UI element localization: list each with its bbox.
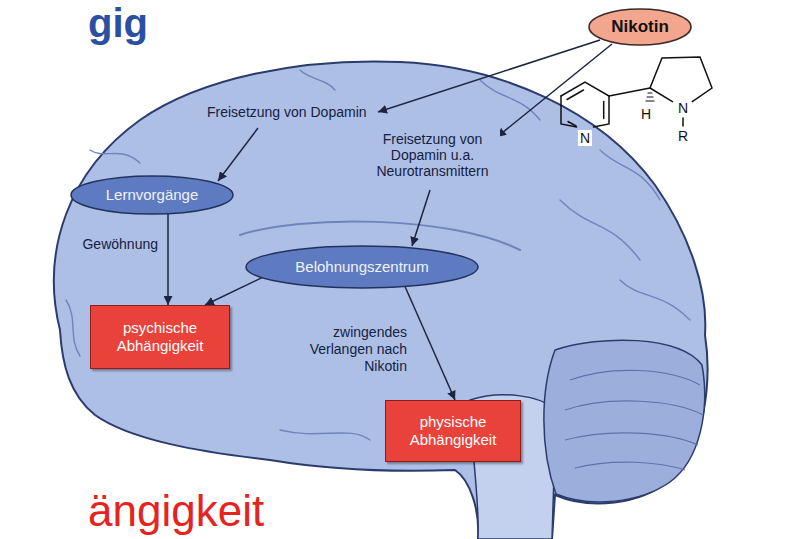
flow-arrow	[167, 214, 169, 305]
dependency-box: psychische Abhängigkeit	[90, 305, 230, 369]
brain-region-ellipse: Belohnungszentrum	[245, 245, 479, 289]
atom-label: N	[676, 100, 690, 116]
effect-arrows	[218, 40, 612, 246]
node-text: Lernvorgänge	[106, 186, 199, 204]
node-text: psychische Abhängigkeit	[105, 319, 215, 355]
title-fragment: gig	[88, 0, 148, 46]
brain-region-ellipse: Lernvorgänge	[70, 175, 234, 215]
process-label: Freisetzung von Dopamin u.a. Neurotransm…	[365, 131, 500, 179]
brain-outline	[54, 61, 708, 539]
node-text: Nikotin	[611, 17, 669, 37]
node-text: physische Abhängigkeit	[398, 413, 508, 449]
edge-label: Gewöhnung	[78, 236, 160, 253]
title-fragment: ängigkeit	[88, 486, 264, 537]
substance-ellipse: Nikotin	[588, 8, 692, 46]
atom-label: R	[676, 128, 690, 144]
atom-label: H	[639, 106, 653, 122]
dependency-box: physische Abhängigkeit	[385, 400, 521, 462]
flow-arrow	[405, 287, 455, 400]
process-label: Freisetzung von Dopamin	[205, 104, 369, 120]
cerebellum	[544, 340, 705, 502]
edge-label: zwingendes Verlangen nach Nikotin	[297, 324, 409, 374]
atom-label: N	[578, 130, 592, 146]
node-text: Belohnungszentrum	[295, 258, 428, 276]
nicotine-structure	[561, 57, 712, 127]
cerebellum-folia	[565, 370, 703, 470]
flow-arrow	[205, 278, 262, 305]
